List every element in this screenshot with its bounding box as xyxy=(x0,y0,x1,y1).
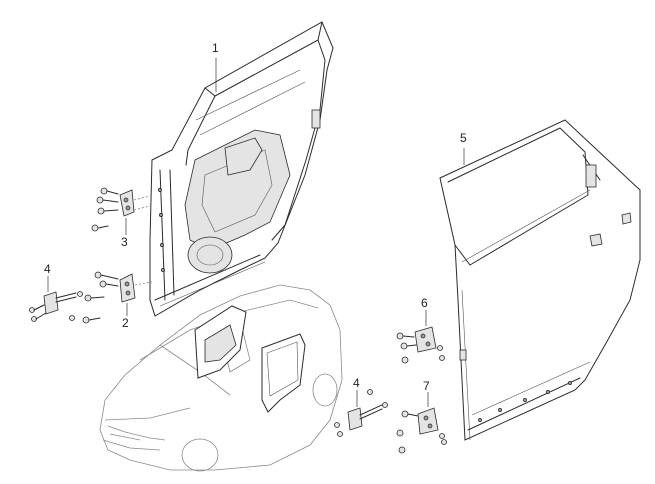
lower-hinge-body-side xyxy=(396,392,447,454)
upper-hinge-body-side xyxy=(396,310,445,364)
vehicle-outline xyxy=(99,284,343,472)
callout-2: 2 xyxy=(122,316,129,330)
upper-hinge-door-side xyxy=(91,187,151,235)
callout-5: 5 xyxy=(460,131,467,145)
door-checker-left xyxy=(29,276,83,322)
callout-1: 1 xyxy=(212,41,219,55)
door-inner-panel xyxy=(149,21,334,317)
callout-4-left: 4 xyxy=(44,262,51,276)
hinge-bolts-lower xyxy=(82,271,119,324)
callout-4-right: 4 xyxy=(353,376,360,390)
door-outer-panel xyxy=(439,119,641,441)
lower-hinge-door-side xyxy=(82,271,153,324)
door-checker-right xyxy=(334,389,388,437)
callout-7: 7 xyxy=(423,379,430,393)
callout-3: 3 xyxy=(121,235,128,249)
hinge-bolts-upper xyxy=(91,187,119,232)
callout-6: 6 xyxy=(421,296,428,310)
